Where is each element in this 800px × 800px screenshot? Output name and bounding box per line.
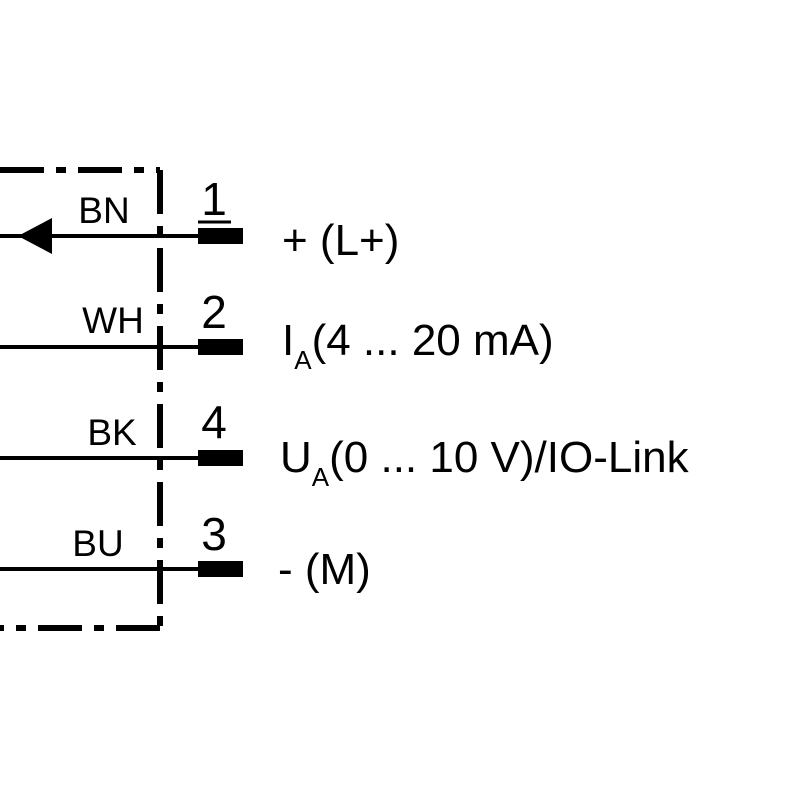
- signal-label: - (M): [278, 545, 371, 594]
- signal-label: UA(0 ... 10 V)/IO-Link: [280, 433, 690, 492]
- pin-terminal: [198, 561, 243, 577]
- wire-row-wh: WH 2 IA(4 ... 20 mA): [0, 286, 554, 375]
- signal-label: IA(4 ... 20 mA): [282, 316, 554, 375]
- housing-boundary: [0, 167, 163, 631]
- pin-number: 4: [201, 396, 227, 448]
- wire-color-label: BK: [87, 412, 137, 453]
- wire-row-bu: BU 3 - (M): [0, 508, 371, 594]
- pin-terminal: [198, 228, 243, 244]
- wire-color-label: BU: [72, 523, 123, 564]
- pin-number: 3: [201, 508, 227, 560]
- wire-color-label: WH: [82, 300, 144, 341]
- signal-label: + (L+): [282, 216, 399, 265]
- pin-number: 2: [201, 286, 227, 338]
- pin-terminal: [198, 450, 243, 466]
- wire-row-bn: BN 1 + (L+): [0, 173, 399, 265]
- wire-color-label: BN: [78, 190, 129, 231]
- wire-row-bk: BK 4 UA(0 ... 10 V)/IO-Link: [0, 396, 690, 492]
- pin-terminal: [198, 339, 243, 355]
- output-arrow-icon: [18, 218, 52, 254]
- pin-number: 1: [201, 173, 227, 225]
